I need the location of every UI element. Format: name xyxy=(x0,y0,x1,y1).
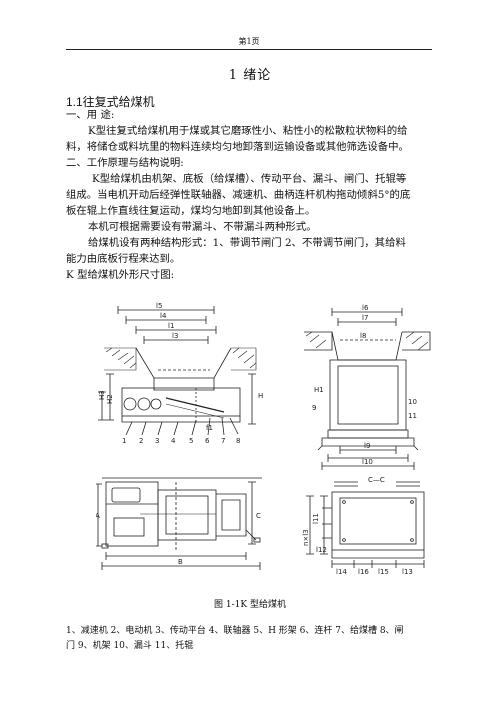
callout-7: 7 xyxy=(221,437,225,445)
callout-5: 5 xyxy=(189,437,193,445)
section-cc-view xyxy=(306,481,425,568)
callout-8: 8 xyxy=(236,437,240,445)
dim-label-l14: l14 xyxy=(336,568,347,576)
dim-label-l7: l7 xyxy=(362,314,368,322)
dim-label-h: H xyxy=(258,392,263,400)
parts-legend-line-2: 门 9、机架 10、漏斗 11、托辊 xyxy=(66,641,194,651)
dim-label-nx: n×l3 xyxy=(302,529,310,546)
dim-label-l12: l12 xyxy=(316,546,327,554)
ground-hatch-right xyxy=(231,347,257,371)
callout-3: 3 xyxy=(155,437,159,445)
callout-11: 11 xyxy=(408,412,417,420)
dim-label-l5: l5 xyxy=(156,302,162,310)
parts-legend-line-1: 1、减速机 2、电动机 3、传动平台 4、联轴器 5、H 形架 6、连杆 7、给… xyxy=(66,626,404,636)
ground-hatch-left xyxy=(104,347,137,371)
dim-label-l10: l10 xyxy=(362,458,373,466)
header-rule xyxy=(66,49,432,50)
dimension-drawing: l5 l4 l1 l3 H3 H2 H f1 1 2 3 4 5 6 7 8 xyxy=(96,300,436,590)
principle-line-3: 板在辊上作直线往复运动，煤均匀地卸到其他设备上。 xyxy=(66,205,316,217)
principle-line-2: 组成。当电机开动后经弹性联轴器、减速机、曲柄连杆机构拖动倾斜5°的底 xyxy=(66,189,411,201)
forms-line-2: 能力由底板行程来达到。 xyxy=(66,253,181,265)
dim-label-l3: l3 xyxy=(172,332,178,340)
dim-label-h1: H1 xyxy=(314,386,324,394)
dim-label-b: B xyxy=(178,558,183,566)
use-heading: 一、用 途: xyxy=(66,109,115,121)
dim-label-l6: l6 xyxy=(362,304,369,312)
dim-label-a: A xyxy=(96,512,100,520)
dim-label-l15: l15 xyxy=(378,568,389,576)
dim-label-l13: l13 xyxy=(402,568,413,576)
plan-view xyxy=(96,477,262,570)
dimension-intro: K 型给煤机外形尺寸图: xyxy=(66,269,175,281)
principle-heading: 二、工作原理与结构说明: xyxy=(66,157,184,169)
dim-label-l9: l9 xyxy=(364,442,370,450)
dim-label-l16: l16 xyxy=(358,568,369,576)
section-heading: 1.1往复式给煤机 xyxy=(66,95,155,109)
hopper-outline xyxy=(135,347,232,379)
dim-label-f1: f1 xyxy=(206,424,213,432)
section-label-cc: C—C xyxy=(368,476,385,484)
callout-2: 2 xyxy=(139,437,143,445)
dim-label-l1: l1 xyxy=(168,322,174,330)
callout-10: 10 xyxy=(408,398,417,406)
dim-label-h2: H2 xyxy=(106,394,114,404)
callout-9: 9 xyxy=(312,404,316,412)
side-elevation-view xyxy=(98,306,257,436)
use-line-1: K型往复式给煤机用于煤或其它磨琢性小、粘性小的松散粒状物料的给 xyxy=(88,125,408,137)
dim-label-l4: l4 xyxy=(160,312,167,320)
dim-label-l11: l11 xyxy=(312,513,320,524)
forms-line-1: 给煤机设有两种结构形式：1、带调节闸门 2、不带调节闸门，其给料 xyxy=(88,237,406,249)
dim-label-h3: H3 xyxy=(98,390,106,400)
use-line-2: 料，将储仓或料坑里的物料连续均匀地卸落到运输设备或其他筛选设备中。 xyxy=(66,141,409,153)
principle-line-1: K型给煤机由机架、底板（给煤槽）、传动平台、漏斗、闸门、托辊等 xyxy=(92,173,407,185)
dim-label-c: C xyxy=(256,512,261,520)
funnel-line: 本机可根据需要设有带漏斗、不带漏斗两种形式。 xyxy=(88,221,317,233)
callout-1: 1 xyxy=(122,437,126,445)
callout-4: 4 xyxy=(171,437,176,445)
end-elevation-view xyxy=(304,308,431,470)
callout-6: 6 xyxy=(205,437,210,445)
page-header: 第1页 xyxy=(238,37,260,46)
dim-label-l8: l8 xyxy=(360,332,366,340)
chapter-title: 1 绪论 xyxy=(228,68,272,83)
figure-caption: 图 1-1K 型给煤机 xyxy=(214,600,286,610)
